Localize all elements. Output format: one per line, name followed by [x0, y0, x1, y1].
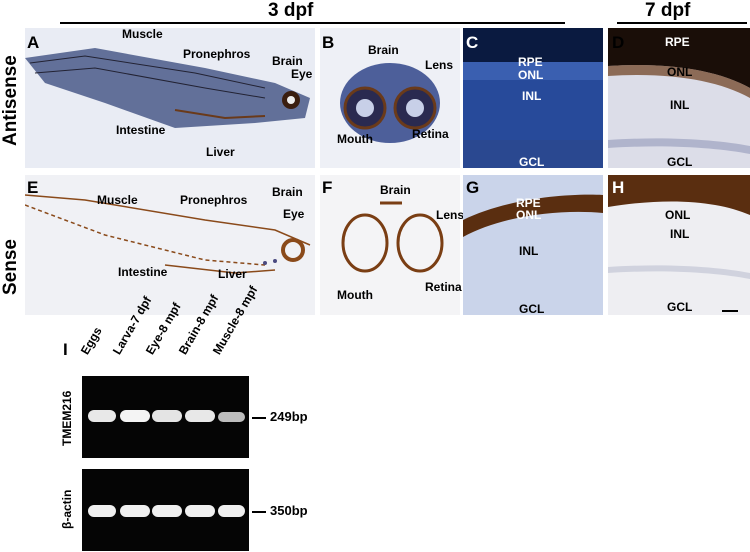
band-top-4 — [185, 410, 215, 422]
panel-f-retina: Retina — [425, 280, 462, 294]
panel-d-letter: D — [612, 33, 625, 52]
size-label-249bp: 249bp — [270, 409, 308, 424]
panel-e-brain: Brain — [272, 185, 303, 199]
panel-e-pronephros: Pronephros — [180, 193, 248, 207]
panel-e-image — [25, 194, 311, 274]
panel-f-lens: Lens — [436, 208, 465, 222]
size-tick-top — [252, 417, 266, 419]
band-top-1 — [88, 410, 116, 422]
band-bottom-2 — [120, 505, 150, 517]
panel-e-intestine: Intestine — [118, 265, 168, 279]
panel-b-mouth: Mouth — [337, 132, 373, 146]
panel-a — [25, 28, 315, 168]
panel-c-gcl: GCL — [519, 155, 545, 169]
header-7dpf: 7 dpf — [645, 0, 691, 21]
panel-f — [320, 175, 460, 315]
panel-h-scalebar — [722, 310, 738, 312]
band-bottom-3 — [152, 505, 182, 517]
header-3dpf-line — [60, 22, 565, 24]
panel-a-letter: A — [27, 33, 40, 52]
panel-e-letter: E — [27, 178, 39, 197]
band-top-3 — [152, 410, 182, 422]
size-tick-bottom — [252, 511, 266, 513]
panel-b-letter: B — [322, 33, 335, 52]
band-top-5 — [218, 412, 245, 422]
panel-a-image — [25, 48, 310, 128]
panel-c-onl: ONL — [518, 68, 544, 82]
gel-top — [82, 376, 249, 458]
panel-d-inl: INL — [670, 98, 690, 112]
panel-h-onl: ONL — [665, 208, 691, 222]
band-top-2 — [120, 410, 150, 422]
band-bottom-4 — [185, 505, 215, 517]
panel-d-onl: ONL — [667, 65, 693, 79]
panel-b-brain: Brain — [368, 43, 399, 57]
panel-d-image — [608, 28, 750, 154]
panel-e — [25, 175, 315, 315]
panel-h — [608, 175, 750, 315]
header-3dpf: 3 dpf — [268, 0, 314, 21]
panel-a-intestine: Intestine — [116, 123, 166, 137]
panel-c — [463, 28, 603, 168]
gene-label-tmem216: TMEM216 — [60, 390, 74, 446]
lane-label-eggs: Eggs — [77, 324, 105, 357]
panel-c-inl: INL — [522, 89, 542, 103]
panel-d-rpe: RPE — [665, 35, 690, 49]
panel-g-image — [463, 194, 603, 237]
panel-a-pronephros: Pronephros — [183, 47, 251, 61]
panel-g — [463, 175, 603, 315]
panel-g-gcl: GCL — [519, 302, 545, 316]
gene-label-bactin: β-actin — [60, 489, 74, 529]
panel-b-lens: Lens — [425, 58, 454, 72]
panel-f-mouth: Mouth — [337, 288, 373, 302]
panel-e-eye: Eye — [283, 207, 305, 221]
panel-i-letter: I — [63, 340, 68, 359]
panel-b-image — [340, 63, 440, 143]
panel-f-letter: F — [322, 178, 333, 197]
panel-d — [608, 28, 750, 168]
panel-g-letter: G — [466, 178, 480, 197]
panel-a-muscle: Muscle — [122, 27, 163, 41]
panel-b — [320, 28, 460, 168]
size-label-350bp: 350bp — [270, 503, 308, 518]
band-bottom-5 — [218, 505, 245, 517]
panel-c-letter: C — [466, 33, 479, 52]
panel-f-brain: Brain — [380, 183, 411, 197]
panel-a-brain: Brain — [272, 54, 303, 68]
panel-h-gcl: GCL — [667, 300, 693, 314]
panel-b-retina: Retina — [412, 127, 449, 141]
panel-a-liver: Liver — [206, 145, 235, 159]
panel-c-rpe: RPE — [518, 55, 543, 69]
header-7dpf-line — [617, 22, 747, 24]
panel-e-liver: Liver — [218, 267, 247, 281]
panel-a-eye: Eye — [291, 67, 313, 81]
row-label-sense: Sense — [0, 239, 21, 295]
panel-h-letter: H — [612, 178, 625, 197]
gel-bottom — [82, 469, 249, 551]
panel-d-gcl: GCL — [667, 155, 693, 169]
row-label-antisense: Antisense — [0, 55, 21, 146]
panel-h-image — [608, 175, 750, 279]
panel-g-inl: INL — [519, 244, 539, 258]
panel-f-image — [341, 201, 444, 273]
panel-g-onl: ONL — [516, 208, 542, 222]
panel-g-rpe: RPE — [516, 196, 541, 210]
panel-e-muscle: Muscle — [97, 193, 138, 207]
band-bottom-1 — [88, 505, 116, 517]
panel-h-inl: INL — [670, 227, 690, 241]
